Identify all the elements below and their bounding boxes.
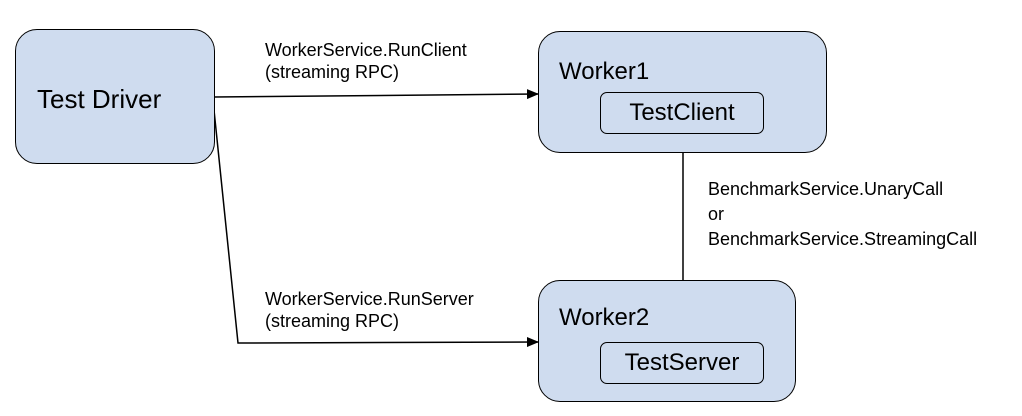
run-server-line1: WorkerService.RunServer bbox=[265, 289, 474, 309]
run-server-line2: (streaming RPC) bbox=[265, 311, 400, 331]
worker2-label: Worker2 bbox=[559, 304, 650, 331]
test-client-label: TestClient bbox=[629, 99, 735, 126]
run-client-line2: (streaming RPC) bbox=[265, 62, 400, 82]
run-client-label: WorkerService.RunClient (streaming RPC) bbox=[265, 39, 467, 83]
test-driver-label: Test Driver bbox=[37, 84, 162, 114]
test-client-box: TestClient bbox=[600, 92, 764, 134]
test-server-box: TestServer bbox=[600, 342, 764, 384]
worker2-node: Worker2 TestServer bbox=[538, 280, 796, 402]
worker1-label: Worker1 bbox=[559, 58, 650, 85]
benchmark-line1: BenchmarkService.UnaryCall bbox=[708, 179, 944, 199]
benchmark-line3: BenchmarkService.StreamingCall bbox=[708, 229, 978, 249]
test-driver-node: Test Driver bbox=[15, 29, 215, 164]
run-client-line1: WorkerService.RunClient bbox=[265, 40, 467, 60]
run-client-arrow bbox=[213, 89, 539, 100]
test-server-label: TestServer bbox=[624, 349, 740, 376]
run-server-label: WorkerService.RunServer (streaming RPC) bbox=[265, 288, 474, 332]
worker1-node: Worker1 TestClient bbox=[538, 31, 827, 153]
benchmark-line2: or bbox=[708, 204, 725, 224]
run-server-arrow bbox=[213, 109, 539, 348]
benchmark-label: BenchmarkService.UnaryCall or BenchmarkS… bbox=[708, 177, 977, 252]
